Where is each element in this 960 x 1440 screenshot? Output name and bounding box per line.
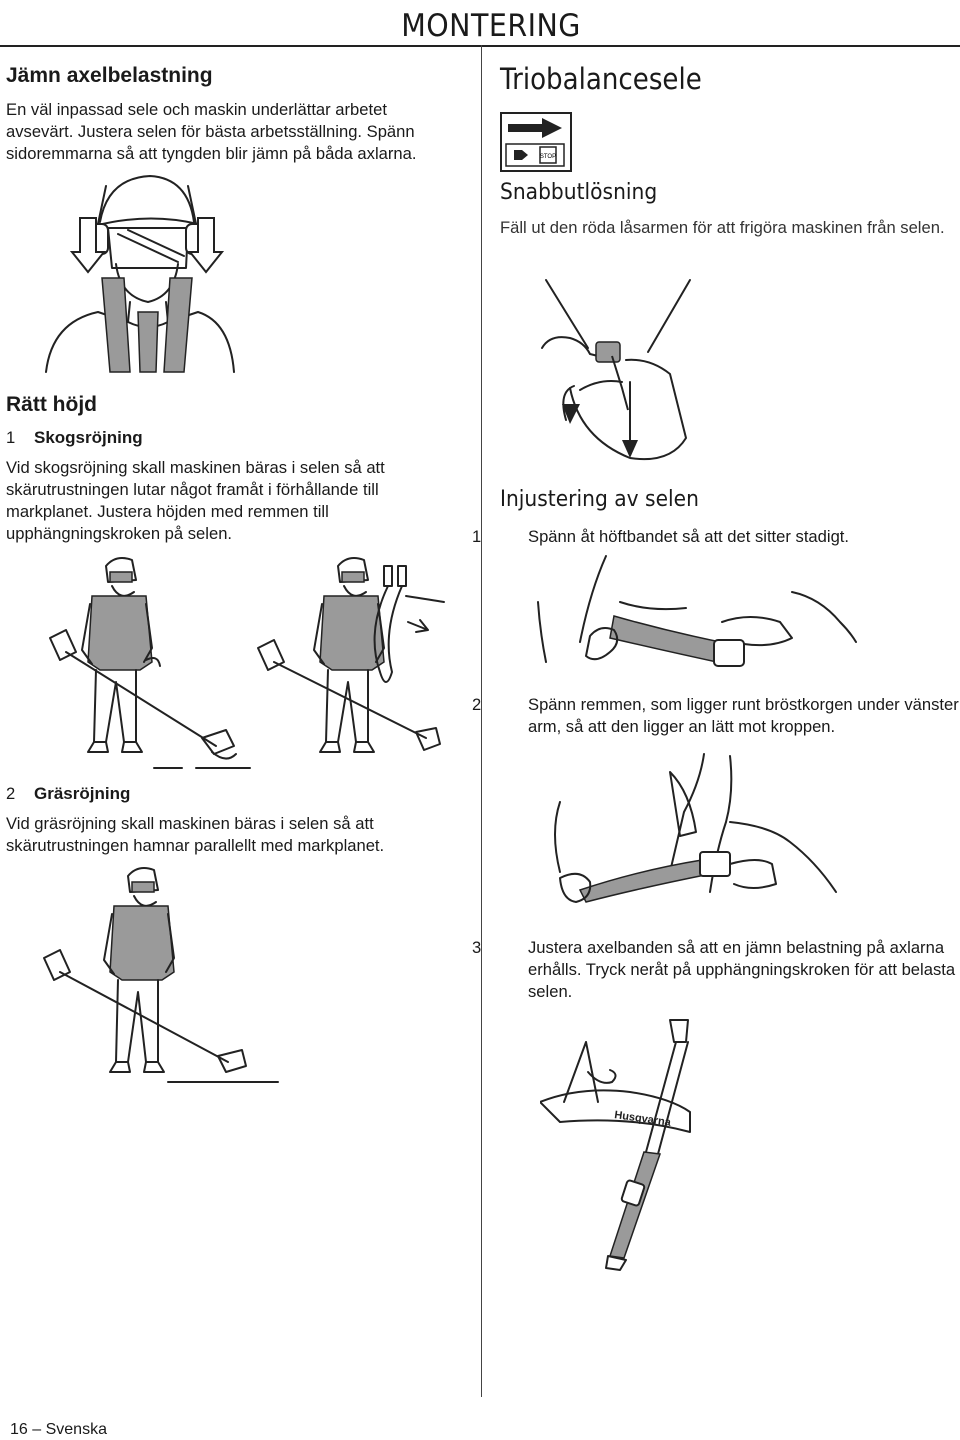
stop-icon (539, 146, 557, 164)
step-3: 3 Justera axelbanden så att en jämn belas… (472, 937, 960, 1003)
arrow-right-icon (508, 118, 562, 138)
quick-release-illustration (541, 279, 691, 461)
item1-title: Skogsröjning (34, 428, 143, 447)
step-3-text: Justera axelbanden så att en jämn belast… (528, 938, 956, 1001)
item2-number: 2 (6, 784, 16, 803)
chest-strap-illustration (554, 753, 837, 903)
page-number: 16 (10, 1421, 28, 1438)
step-1: 1 Spänn åt höftbandet så att det sitter s… (472, 526, 960, 548)
step-2: 2 Spänn remmen, som ligger runt bröstkorg… (472, 694, 960, 738)
item1-title-row: 1 Skogsröjning (6, 427, 143, 449)
heading-injustering: Injustering av selen (500, 487, 699, 512)
text-jamn-axelbelastning: En väl inpassad sele och maskin underlät… (6, 100, 417, 163)
footer-dash: – (32, 1421, 42, 1438)
hip-belt-illustration (537, 555, 857, 667)
shoulder-strap-illustration: Husqvarna (540, 1019, 691, 1271)
heading-snabbutlosning: Snabbutlösning (500, 180, 658, 205)
item1-number: 1 (6, 428, 16, 447)
operator-shoulders-illustration (45, 175, 235, 373)
husqvarna-logo: Husqvarna (614, 1109, 673, 1129)
item1-text: Vid skogsröjning skall maskinen bäras i … (6, 458, 385, 543)
title-rule (0, 45, 960, 47)
heading-jamn-axelbelastning: Jämn axelbelastning (6, 64, 213, 87)
step-1-number: 1 (472, 527, 482, 546)
page-footer: 16 – Svenska (10, 1421, 107, 1439)
column-divider (481, 45, 482, 1397)
pointer-right-icon (514, 150, 528, 160)
brushcutter-parallel-illustration (43, 867, 279, 1083)
step-1-text: Spänn åt höftbandet så att det sitter st… (528, 527, 850, 546)
page-title: MONTERING (401, 8, 581, 44)
svg-text:STOP: STOP (540, 154, 556, 160)
brushcutter-tilted-illustration (49, 557, 445, 769)
item2-title: Gräsröjning (34, 784, 131, 803)
item2-title-row: 2 Gräsröjning (6, 783, 130, 805)
instruction-pictogram: STOP (500, 112, 572, 172)
text-snabbutlosning: Fäll ut den röda låsarmen för att frigör… (500, 218, 945, 237)
step-3-number: 3 (472, 938, 482, 957)
step-2-number: 2 (472, 695, 482, 714)
heading-triobalancesele: Triobalancesele (500, 62, 702, 96)
heading-ratt-hojd: Rätt höjd (6, 393, 97, 416)
footer-language: Svenska (45, 1421, 107, 1438)
step-2-text: Spänn remmen, som ligger runt bröstkorge… (528, 695, 959, 736)
item2-text: Vid gräsröjning skall maskinen bäras i s… (6, 814, 385, 855)
